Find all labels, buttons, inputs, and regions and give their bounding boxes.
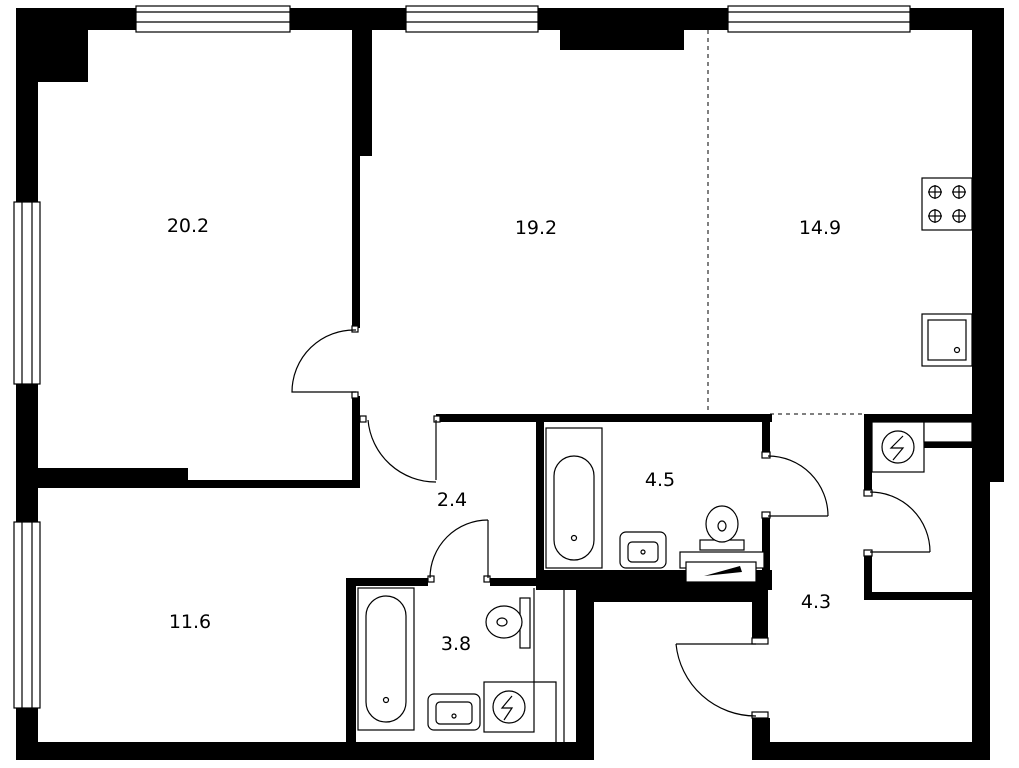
area-label-kitchen: 14.9 <box>799 217 841 239</box>
door-swing-icon <box>863 489 931 557</box>
area-label-bathroom-1: 4.5 <box>645 469 675 491</box>
bath2-cabinet <box>533 588 565 742</box>
door-swing-icon <box>761 451 829 519</box>
toilet-icon <box>699 505 745 551</box>
closet-niche <box>923 421 973 443</box>
area-labels: 20.2 19.2 14.9 2.4 4.5 11.6 3.8 4.3 <box>167 215 841 655</box>
area-label-bathroom-2: 3.8 <box>441 633 471 655</box>
area-label-hall: 2.4 <box>437 489 467 511</box>
door-swing-icon <box>291 325 359 399</box>
toilet-icon <box>485 597 531 649</box>
washing-machine-icon <box>871 421 925 473</box>
area-label-bedroom-1: 20.2 <box>167 215 209 237</box>
exterior-walls <box>16 8 1004 760</box>
sink-icon <box>921 313 973 367</box>
bathtub-icon <box>357 587 415 731</box>
area-label-living: 19.2 <box>515 217 557 239</box>
door-swing-icon <box>675 637 769 719</box>
washbasin-icon <box>427 693 481 731</box>
area-label-entrance: 4.3 <box>801 591 831 613</box>
window-icon <box>13 201 41 385</box>
door-swing-icon <box>359 415 441 483</box>
shelf-icon <box>679 551 765 583</box>
window-icon <box>13 521 41 709</box>
washing-machine-icon <box>483 681 535 733</box>
window-icon <box>405 5 539 33</box>
washbasin-icon <box>619 531 667 569</box>
zone-divider <box>707 30 864 415</box>
window-icon <box>727 5 911 33</box>
door-swing-icon <box>427 519 491 583</box>
stove-icon <box>921 177 973 231</box>
bathtub-icon <box>545 427 603 569</box>
area-label-bedroom-2: 11.6 <box>169 611 211 633</box>
window-icon <box>135 5 291 33</box>
